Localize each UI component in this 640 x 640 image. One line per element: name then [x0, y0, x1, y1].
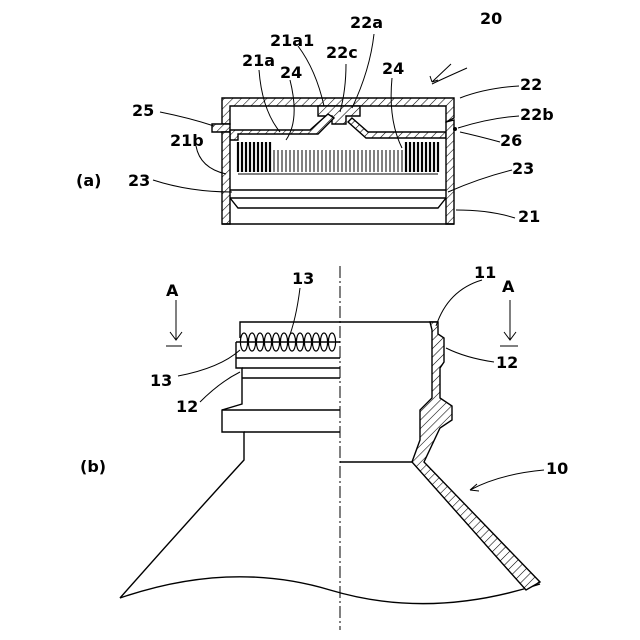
bead-23 — [230, 198, 446, 208]
label-24-right: 24 — [382, 59, 404, 78]
label-22c: 22c — [326, 43, 358, 62]
inner-cap-right-wall — [446, 120, 454, 224]
label-22b: 22b — [520, 105, 554, 124]
label-10: 10 — [546, 459, 568, 478]
label-12-right: 12 — [496, 353, 518, 372]
label-A-right: A — [502, 277, 515, 296]
panel-label-a: (a) — [76, 171, 101, 190]
label-26: 26 — [500, 131, 522, 150]
label-12-left: 12 — [176, 397, 198, 416]
inner-cap-left-wall — [222, 132, 230, 224]
label-22: 22 — [520, 75, 542, 94]
label-23-right: 23 — [512, 159, 534, 178]
knurl-ribs-24 — [238, 142, 438, 172]
label-23-left: 23 — [128, 171, 150, 190]
leaders-b — [178, 280, 544, 491]
label-21a1: 21a1 — [270, 31, 314, 50]
label-13-top: 13 — [292, 269, 314, 288]
label-21: 21 — [518, 207, 540, 226]
bottle-neck-exterior — [120, 322, 540, 604]
label-13-left: 13 — [150, 371, 172, 390]
inner-cap-top-section — [230, 114, 334, 140]
panel-label-b: (b) — [80, 457, 106, 476]
lug-section — [212, 124, 230, 132]
label-A-left: A — [166, 281, 179, 300]
label-22a: 22a — [350, 13, 383, 32]
label-11: 11 — [474, 263, 496, 282]
label-25: 25 — [132, 101, 154, 120]
cap-assembly — [212, 98, 457, 224]
label-21a: 21a — [242, 51, 275, 70]
dot-26 — [453, 127, 457, 131]
label-21b: 21b — [170, 131, 204, 150]
label-20: 20 — [480, 9, 502, 28]
label-24-left: 24 — [280, 63, 302, 82]
section-arrows — [166, 300, 518, 346]
